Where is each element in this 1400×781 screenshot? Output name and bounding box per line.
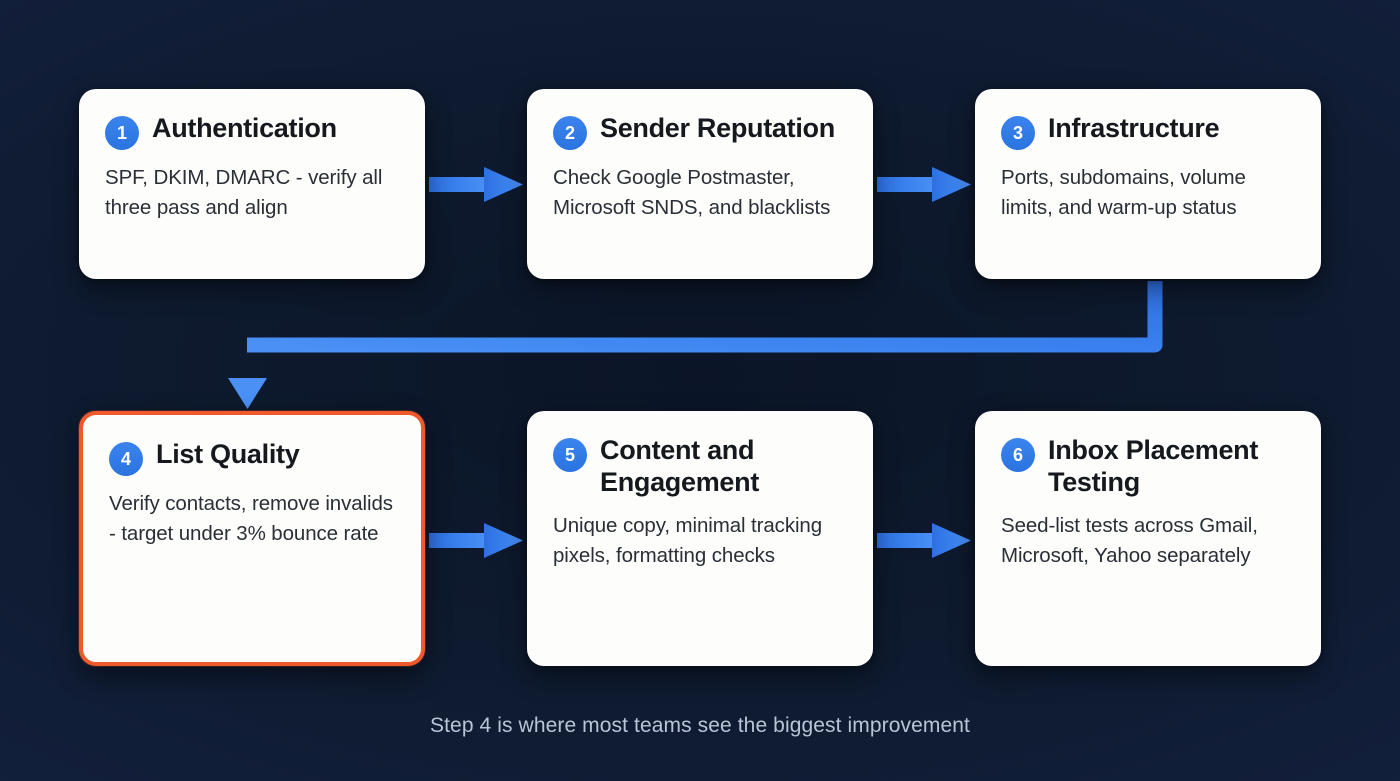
step-number-badge: 6	[1001, 438, 1035, 472]
step-card-header: 1 Authentication	[105, 113, 399, 150]
step-card-content-and-engagement[interactable]: 5 Content and Engagement Unique copy, mi…	[527, 411, 873, 666]
step-card-list-quality[interactable]: 4 List Quality Verify contacts, remove i…	[79, 411, 425, 666]
arrow-step-3-to-4	[228, 281, 1163, 409]
arrow-step-5-to-6	[877, 523, 971, 558]
diagram-caption: Step 4 is where most teams see the bigge…	[430, 714, 970, 737]
step-card-header: 2 Sender Reputation	[553, 113, 847, 150]
step-number-badge: 4	[109, 442, 143, 476]
step-description: Ports, subdomains, volume limits, and wa…	[1001, 166, 1246, 219]
step-number-badge: 1	[105, 116, 139, 150]
step-card-authentication[interactable]: 1 Authentication SPF, DKIM, DMARC - veri…	[79, 89, 425, 279]
step-number-badge: 2	[553, 116, 587, 150]
step-number-badge: 3	[1001, 116, 1035, 150]
step-card-header: 4 List Quality	[109, 439, 395, 476]
step-title: Authentication	[152, 113, 337, 143]
arrow-step-2-to-3	[877, 167, 971, 202]
step-card-inbox-placement-testing[interactable]: 6 Inbox Placement Testing Seed-list test…	[975, 411, 1321, 666]
step-card-header: 6 Inbox Placement Testing	[1001, 435, 1295, 498]
step-title: Inbox Placement Testing	[1048, 435, 1259, 497]
step-description: Verify contacts, remove invalids - targe…	[109, 492, 393, 545]
step-title: Content and Engagement	[600, 435, 760, 497]
arrow-step-1-to-2	[429, 167, 523, 202]
step-card-infrastructure[interactable]: 3 Infrastructure Ports, subdomains, volu…	[975, 89, 1321, 279]
step-card-header: 5 Content and Engagement	[553, 435, 847, 498]
step-description: SPF, DKIM, DMARC - verify all three pass…	[105, 166, 383, 219]
step-number-badge: 5	[553, 438, 587, 472]
step-description: Unique copy, minimal tracking pixels, fo…	[553, 514, 823, 567]
step-title: Sender Reputation	[600, 113, 835, 143]
step-card-header: 3 Infrastructure	[1001, 113, 1295, 150]
step-title: List Quality	[156, 439, 300, 469]
arrow-step-4-to-5	[429, 523, 523, 558]
step-card-sender-reputation[interactable]: 2 Sender Reputation Check Google Postmas…	[527, 89, 873, 279]
step-description: Seed-list tests across Gmail, Microsoft,…	[1001, 514, 1258, 567]
step-description: Check Google Postmaster, Microsoft SNDS,…	[553, 166, 831, 219]
step-title: Infrastructure	[1048, 113, 1220, 143]
